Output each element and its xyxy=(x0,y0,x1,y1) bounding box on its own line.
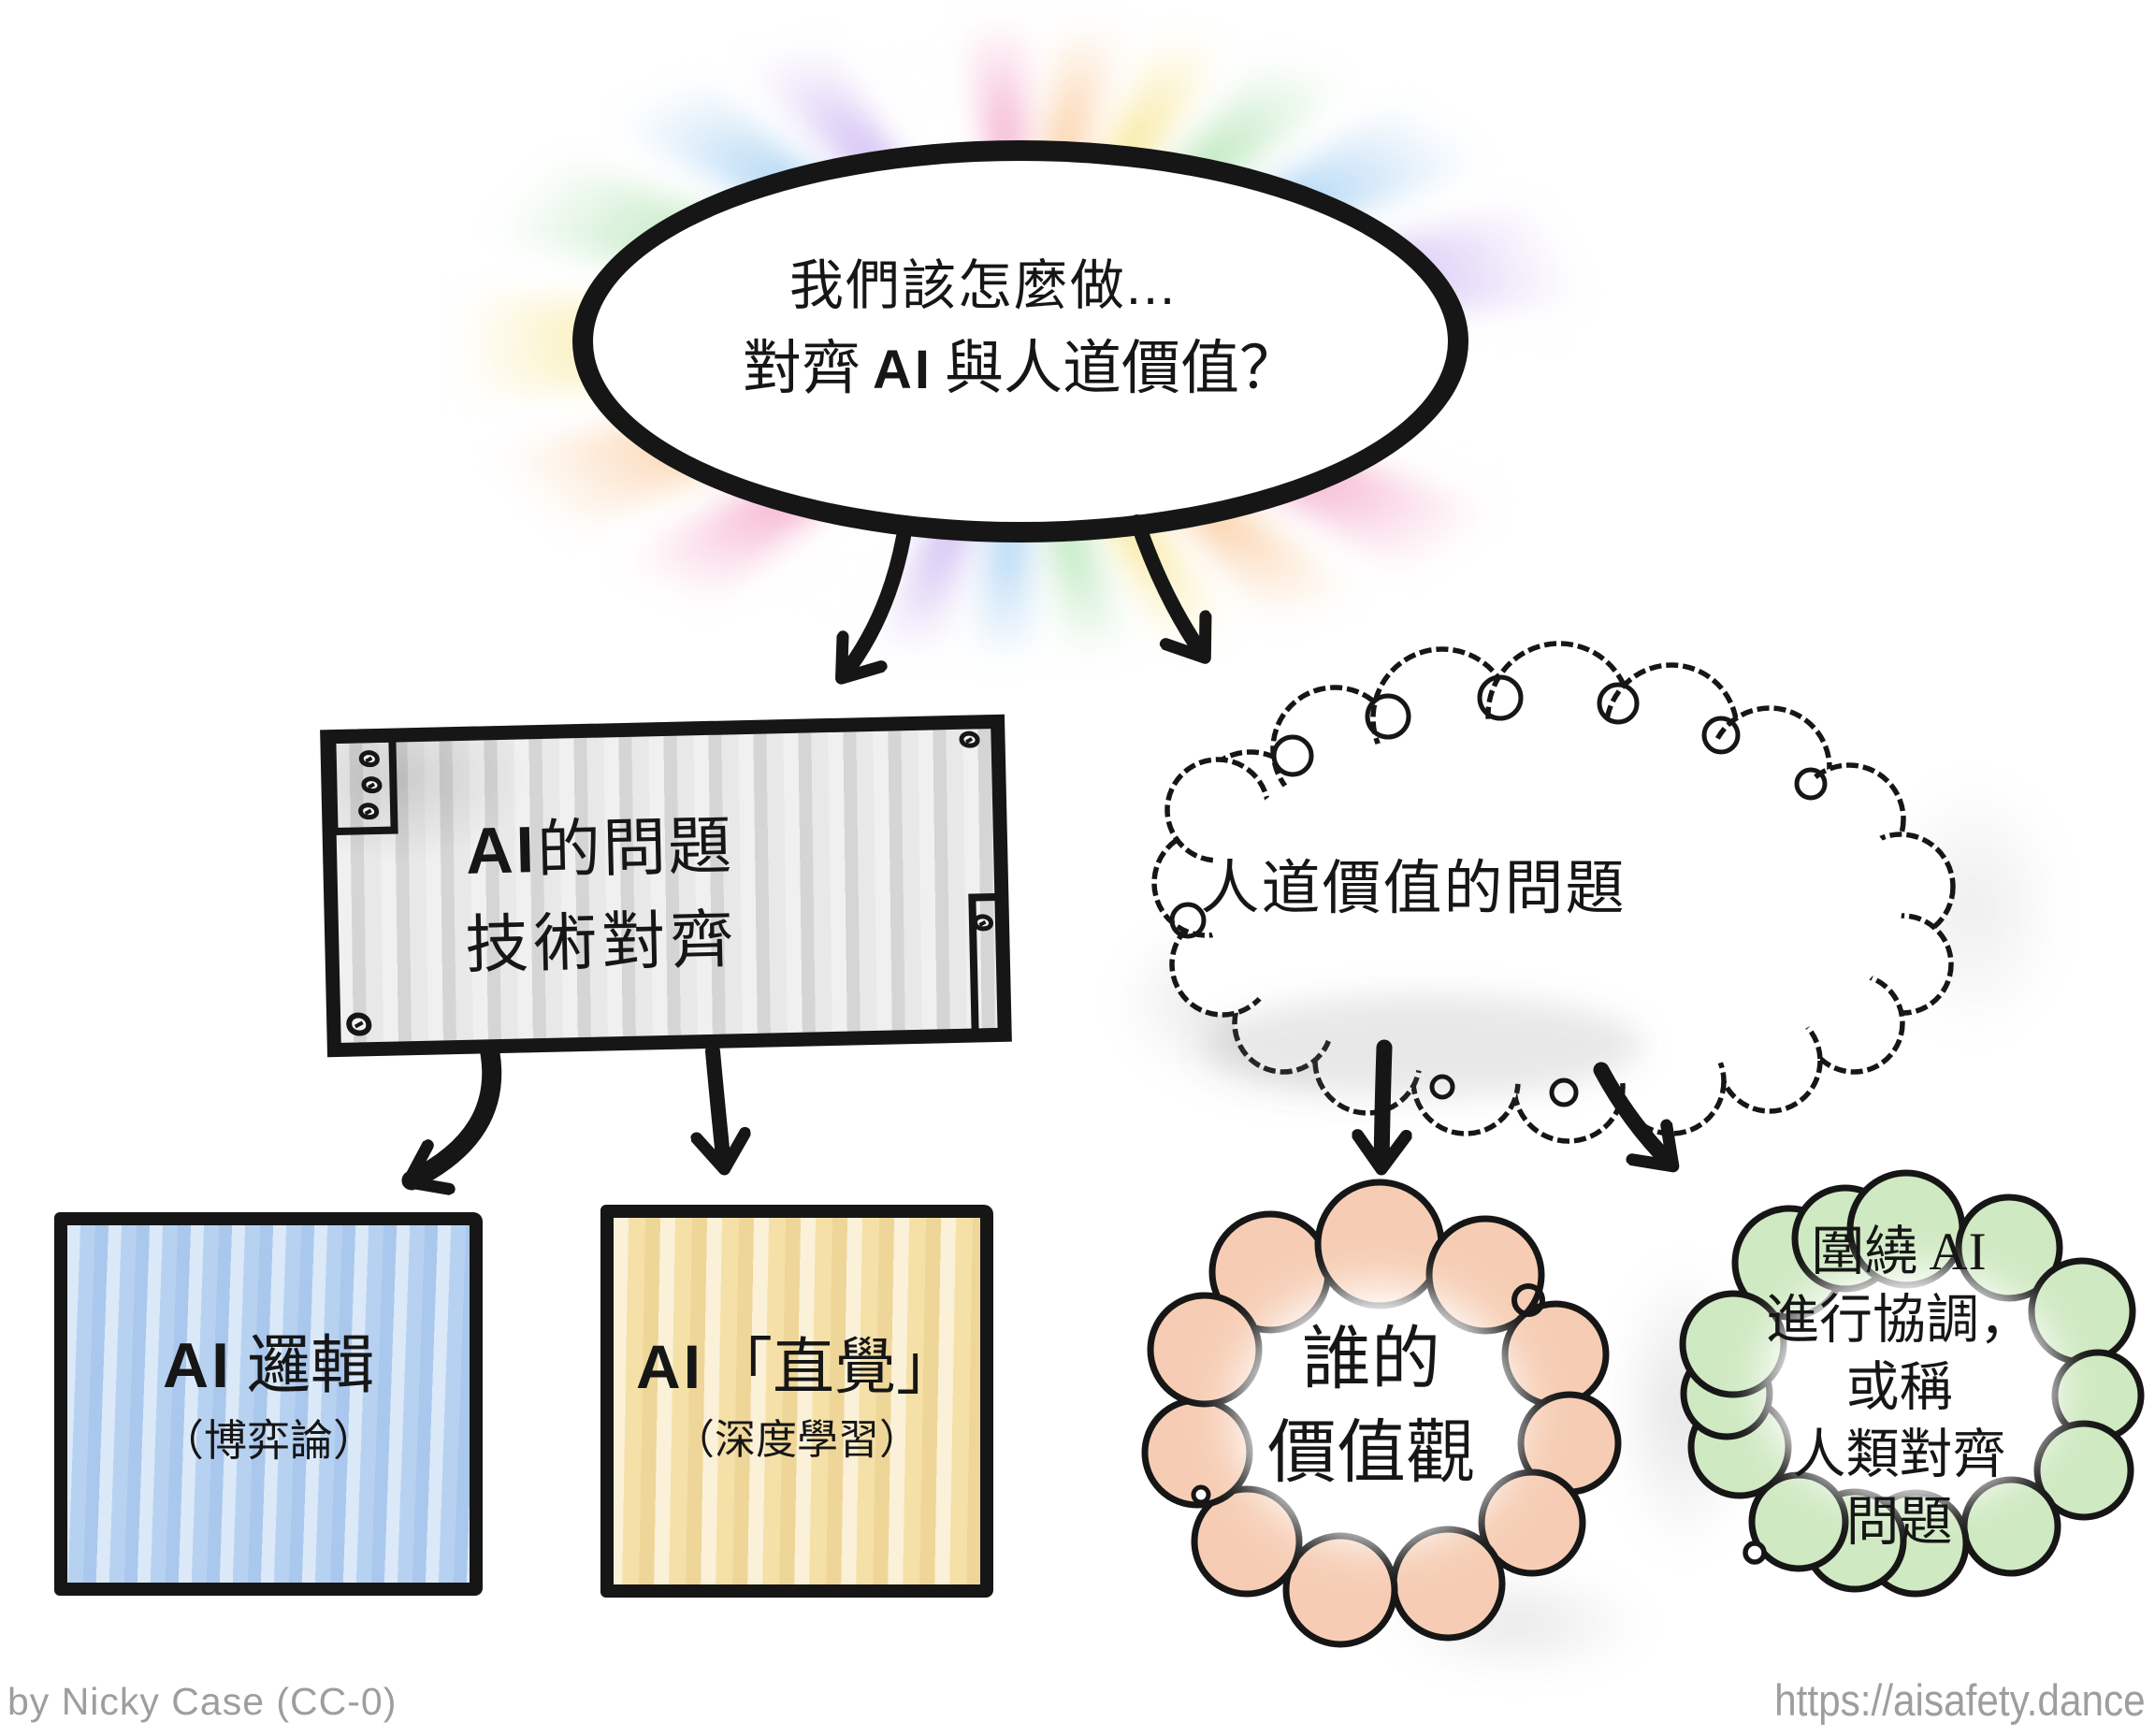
humane-values-cloud: 人道價值的問題 xyxy=(1134,641,1956,1144)
humane-values-label: 人道價值的問題 xyxy=(1200,856,1627,921)
logic-box-subtitle: （博弈論） xyxy=(161,1416,376,1465)
site-url: https://aisafety.dance xyxy=(1774,1675,2146,1725)
bubble-line2-post: 與人道價值？ xyxy=(945,336,1298,401)
arrow-bubble-to-cloud xyxy=(1130,514,1203,655)
puffy-cloud-shape xyxy=(1141,1179,1622,1648)
whose-values-label: 誰的 價值觀 xyxy=(1147,1186,1596,1626)
coordination-ai-text: AI xyxy=(1929,1222,1988,1281)
arrow-board-to-intuition xyxy=(713,1044,724,1165)
credit-text: by Nicky Case (CC-0) xyxy=(7,1680,398,1723)
intuition-ai-text: AI xyxy=(636,1332,703,1401)
whose-values-cloud: 誰的 價值觀 xyxy=(1141,1179,1622,1648)
arrow-cloud-to-whose-values xyxy=(1381,1039,1384,1165)
bubble-text-line1: 我們該怎麼做... xyxy=(788,255,1178,316)
logic-ai-text: AI xyxy=(162,1330,232,1401)
whose-values-line2: 價值觀 xyxy=(1267,1413,1475,1491)
thought-cloud-shape xyxy=(1151,641,1956,1144)
coordination-line4: 人類對齊 xyxy=(1792,1424,2006,1484)
intuition-title-text: 「直覺」 xyxy=(711,1332,958,1401)
arrow-cloud-to-coordination xyxy=(1593,1062,1670,1164)
bubble-line2-pre: 對齊 xyxy=(743,336,861,401)
logic-title-text: 邏輯 xyxy=(246,1330,374,1401)
whose-values-line1: 誰的 xyxy=(1302,1320,1440,1397)
arrow-bubble-to-board xyxy=(844,529,911,675)
intuition-box-title: AI「直覺」 xyxy=(636,1326,958,1407)
coordination-line5: 問題 xyxy=(1845,1491,1953,1552)
bubble-ai-text: AI xyxy=(873,340,933,400)
ai-intuition-box: AI「直覺」 （深度學習） xyxy=(600,1205,993,1598)
arrow-board-to-logic xyxy=(401,1043,502,1180)
coordination-line2: 進行協調， xyxy=(1766,1289,2032,1350)
coordination-line3: 或稱 xyxy=(1845,1356,1953,1417)
puffy-cloud-shape xyxy=(1679,1169,2145,1598)
coordination-line1-pre: 圍繞 xyxy=(1811,1221,1918,1281)
intuition-box-subtitle: （深度學習） xyxy=(673,1417,920,1463)
